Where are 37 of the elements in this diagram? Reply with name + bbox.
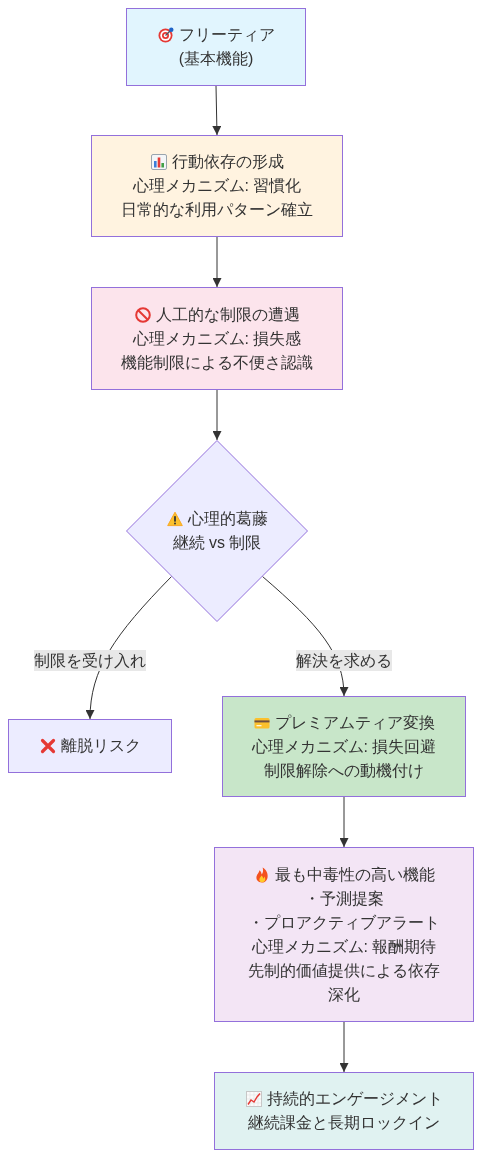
body-text: 制限解除への動機付け [264, 760, 424, 781]
body-text: ・プロアクティブアラート [248, 912, 440, 933]
decision-diamond [126, 440, 308, 622]
title-text: 行動依存の形成 [171, 152, 284, 172]
process-box [91, 135, 343, 237]
title-text: 最も中毒性の高い機能 [274, 864, 435, 885]
edge-label: 解決を求める [296, 649, 392, 671]
arrow [339, 1021, 349, 1073]
arrow [212, 389, 222, 441]
process-box [126, 8, 306, 86]
arrow [212, 85, 222, 136]
body-text: 心理メカニズム: 損失回避 [251, 736, 437, 757]
body-text: 日常的な利用パターン確立 [121, 200, 313, 220]
body-text: 先制的価値提供による依存深化 [247, 960, 441, 1005]
body-text: 継続 vs 制限 [172, 533, 262, 553]
title-text: 持続的エンゲージメント [266, 1089, 443, 1109]
title-text: 人工的な制限の遭遇 [155, 304, 300, 325]
body-text: (基本機能) [178, 49, 254, 69]
process-box [214, 1072, 474, 1150]
body-text: 機能制限による不便さ認識 [121, 352, 313, 373]
body-text: 心理メカニズム: 習慣化 [132, 176, 302, 196]
process-box [214, 847, 474, 1022]
arrow [212, 236, 222, 288]
body-text: 心理メカニズム: 報酬期待 [251, 936, 437, 957]
process-box [91, 287, 343, 390]
title-text: プレミアムティア変換 [274, 712, 435, 733]
arrow [339, 796, 349, 848]
title-text: 心理的葛藤 [187, 509, 268, 529]
body-text: 心理メカニズム: 損失感 [132, 328, 302, 349]
process-box [222, 696, 466, 797]
title-text: フリーティア [178, 25, 275, 45]
body-text: ・予測提案 [304, 888, 384, 909]
body-text: 継続課金と長期ロックイン [248, 1113, 440, 1133]
arrow [85, 576, 172, 720]
process-box [8, 719, 172, 773]
title-text: 離脱リスク [60, 736, 141, 756]
edge-label: 制限を受け入れ [34, 649, 146, 671]
